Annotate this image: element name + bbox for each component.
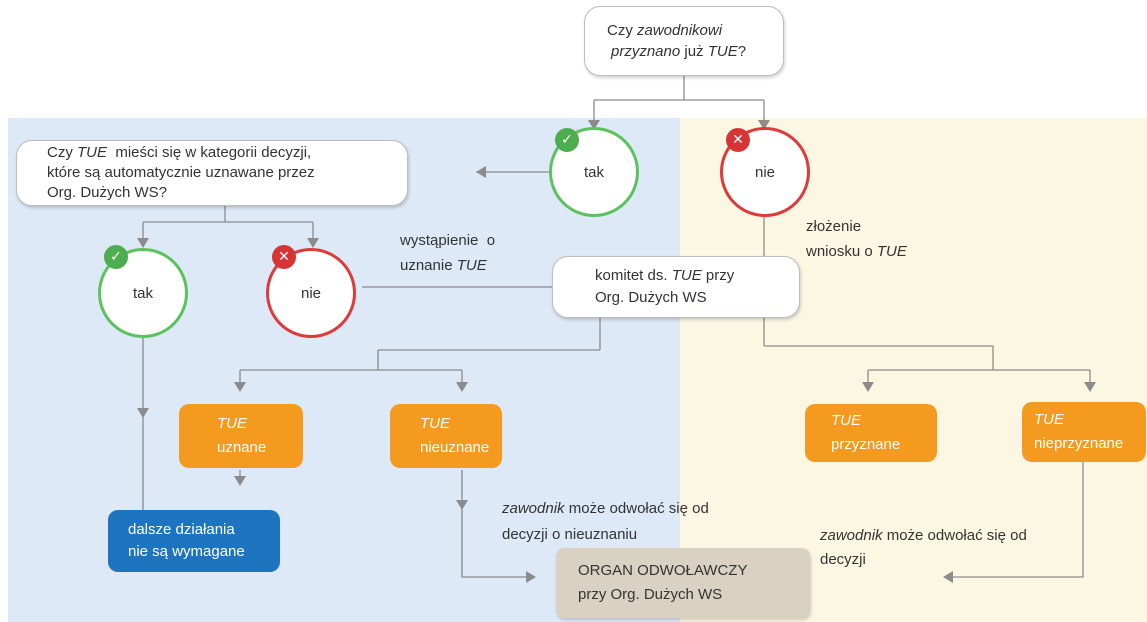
category-question-line-2: które są automatycznie uznawane przez xyxy=(47,164,315,181)
category-question-line-3: Org. Dużych WS? xyxy=(47,184,168,201)
arrowhead xyxy=(456,500,468,510)
start-question-box: Czy zawodnikowi przyznano już TUE? xyxy=(584,6,784,76)
connector-committee-split xyxy=(239,318,601,384)
committee-line-2: Org. Dużych WS xyxy=(595,289,707,306)
check-icon: ✓ xyxy=(104,245,128,269)
outcome-not-recognized-box: TUE nieuznane xyxy=(390,404,502,468)
connector-start-split xyxy=(593,76,765,122)
appeal-body-box: ORGAN ODWOŁAWCZY przy Org. Dużych WS xyxy=(556,548,810,618)
outcome-recognized-box: TUE uznane xyxy=(179,404,303,468)
connector-nieprzyznane-to-appeal xyxy=(953,462,1084,578)
no-further-action-box: dalsze działania nie są wymagane xyxy=(108,510,280,572)
decision-yes-label: tak xyxy=(132,284,153,302)
category-question-box: Czy TUE mieści się w kategorii decyzji, … xyxy=(16,140,408,206)
check-icon: ✓ xyxy=(555,128,579,152)
committee-line-1: komitet ds. TUE przy xyxy=(595,267,735,284)
arrowhead xyxy=(943,571,953,583)
decision-no-label: nie xyxy=(754,163,776,181)
outcome-not-granted-box: TUE nieprzyznane xyxy=(1022,402,1146,462)
committee-box: komitet ds. TUE przy Org. Dużych WS xyxy=(552,256,800,318)
decision-no-label: nie xyxy=(300,284,322,302)
x-icon: ✕ xyxy=(726,128,750,152)
arrowhead xyxy=(456,382,468,392)
label-appeal-nonrecognition: zawodnik może odwołać się od decyzji o n… xyxy=(502,500,709,543)
arrowhead xyxy=(526,571,536,583)
arrowhead xyxy=(234,476,246,486)
category-question-line-1: Czy TUE mieści się w kategorii decyzji, xyxy=(47,144,312,161)
label-application: złożenie wniosku o TUE xyxy=(806,218,907,260)
label-recognition-request: wystąpienie o uznanie TUE xyxy=(400,232,496,274)
decision-yes-label: tak xyxy=(583,163,604,181)
outcome-granted-box: TUE przyznane xyxy=(805,404,937,462)
arrowhead xyxy=(758,120,770,130)
start-question-line-1: Czy zawodnikowi xyxy=(607,22,723,39)
arrowhead xyxy=(862,382,874,392)
arrowhead xyxy=(234,382,246,392)
connector-question-split xyxy=(142,206,314,240)
x-icon: ✕ xyxy=(272,245,296,269)
arrowhead xyxy=(137,408,149,418)
start-question-line-2: przyznano już TUE? xyxy=(611,43,747,60)
arrowhead xyxy=(476,166,486,178)
label-appeal-decision: zawodnik może odwołać się od decyzji xyxy=(820,527,1027,568)
arrowhead xyxy=(307,238,319,248)
arrowhead xyxy=(137,238,149,248)
arrowhead xyxy=(1084,382,1096,392)
arrowhead xyxy=(588,120,600,130)
